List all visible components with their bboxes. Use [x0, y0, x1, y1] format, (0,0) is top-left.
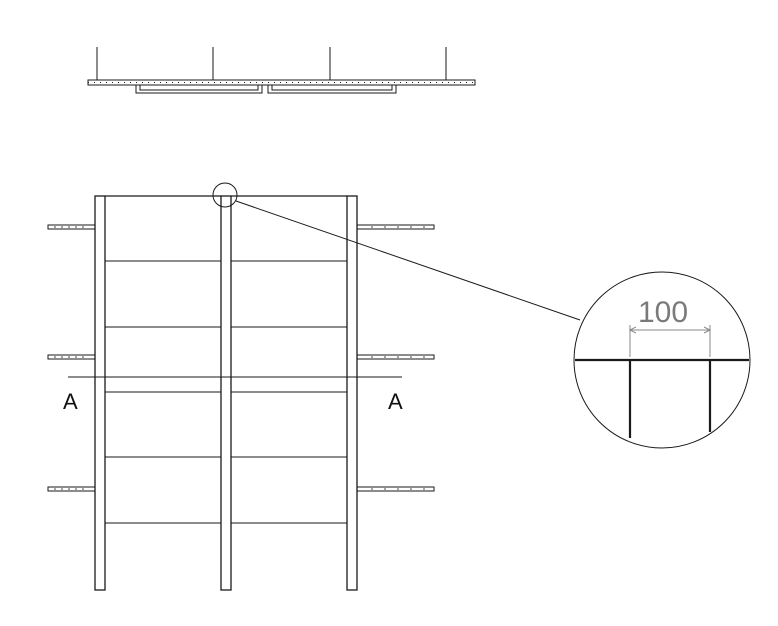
plan-view: A A [47, 195, 435, 591]
top-elevation-view [87, 47, 476, 94]
lower-profile-left [135, 85, 263, 94]
bracket-right-2 [356, 354, 435, 360]
section-label-right: A [388, 389, 403, 414]
ceiling-plate [87, 79, 476, 86]
bracket-left-1 [47, 224, 96, 230]
detail-marker-circle [212, 182, 238, 208]
vertical-profile-right [346, 195, 358, 591]
bracket-left-3 [47, 486, 96, 492]
lower-profile-right [267, 85, 397, 94]
vertical-profile-middle [220, 195, 232, 591]
bracket-left-2 [47, 354, 96, 360]
detail-view-circle [573, 271, 751, 449]
detail-callout: 100 [212, 182, 751, 449]
detail-leader-line [235, 200, 581, 321]
vertical-profile-left [94, 195, 106, 591]
dimension-value: 100 [638, 296, 688, 329]
bracket-right-3 [356, 486, 435, 492]
section-label-left: A [63, 389, 78, 414]
bracket-right-1 [356, 224, 435, 230]
